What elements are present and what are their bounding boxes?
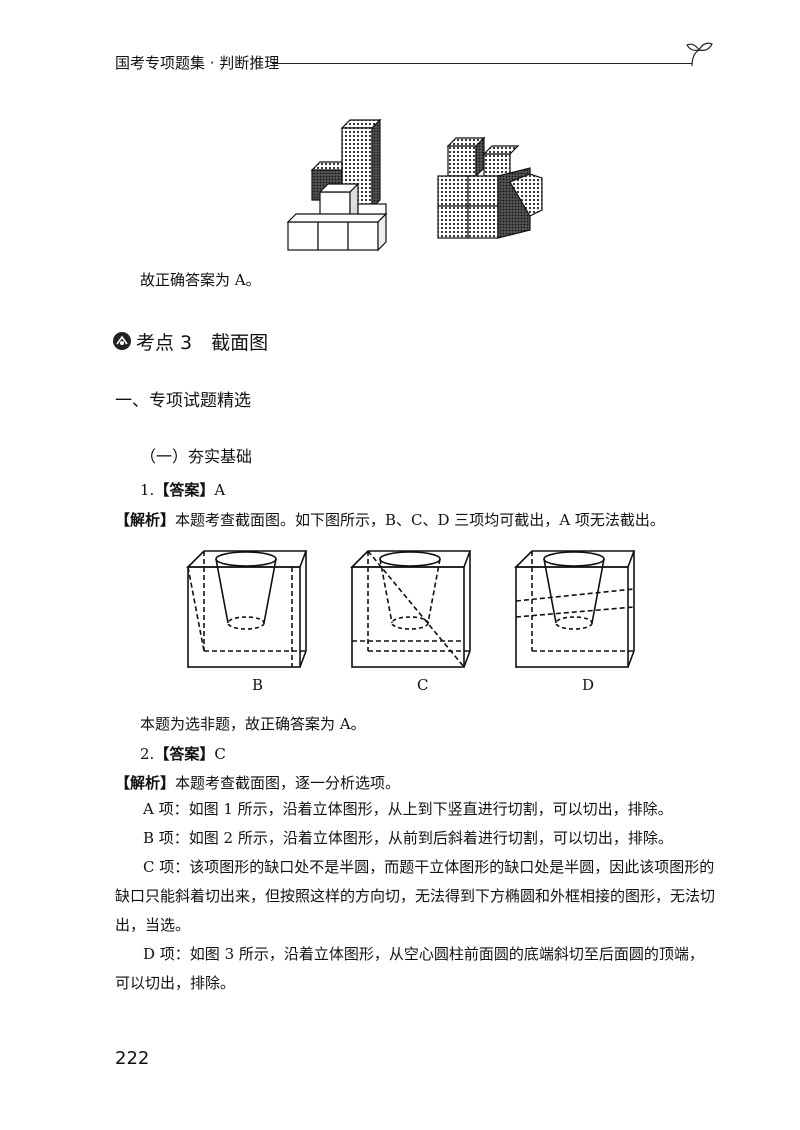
q1-analysis: 本题考查截面图。如下图所示，B、C、D 三项均可截出，A 项无法截出。 [175, 511, 665, 529]
q2-answer: C [214, 745, 226, 763]
figure-conclusion: 故正确答案为 A。 [140, 271, 261, 289]
figure-label-d: D [582, 676, 595, 694]
figure-label-c: C [417, 676, 429, 694]
q1-conclusion: 本题为选非题，故正确答案为 A。 [140, 715, 366, 733]
q1-answer: A [214, 481, 226, 499]
header-rule [272, 63, 692, 64]
q2-option-d: D 项：如图 3 所示，沿着立体图形，从空心圆柱前面圆的底端斜切至后面圆的顶端，… [115, 945, 704, 992]
cross-section-figures [186, 550, 636, 668]
page-number: 222 [115, 1048, 150, 1069]
box-c-figure [350, 550, 472, 668]
q1-analysis-label: 【解析】 [115, 511, 176, 529]
q1-analysis-line: 【解析】本题考查截面图。如下图所示，B、C、D 三项均可截出，A 项无法截出。 [115, 508, 665, 532]
q2-answer-label: 【答案】 [154, 745, 215, 763]
q2-answer-line: 2.【答案】C [140, 742, 226, 766]
q2-analysis-label: 【解析】 [115, 774, 176, 792]
box-d-figure [514, 550, 636, 668]
q1-number: 1. [140, 481, 155, 499]
q2-analysis-line: 【解析】本题考查截面图，逐一分析选项。 [115, 771, 400, 795]
box-b-figure [186, 550, 308, 668]
q2-number: 2. [140, 745, 155, 763]
running-header: 国考专项题集 · 判断推理 [115, 54, 280, 72]
cube-structures-figure [286, 118, 543, 252]
sprout-icon [686, 42, 713, 66]
point-bullet-icon [113, 332, 131, 350]
point-title: 考点 3 截面图 [136, 332, 269, 354]
q2-option-a: A 项：如图 1 所示，沿着立体图形，从上到下竖直进行切割，可以切出，排除。 [143, 800, 673, 818]
q2-option-c: C 项：该项图形的缺口处不是半圆，而题干立体图形的缺口处是半圆，因此该项图形的缺… [115, 858, 716, 934]
subsection-heading: 一、专项试题精选 [115, 391, 251, 411]
q1-answer-line: 1.【答案】A [140, 478, 225, 502]
q2-option-b: B 项：如图 2 所示，沿着立体图形，从前到后斜着进行切割，可以切出，排除。 [143, 829, 673, 847]
q2-analysis: 本题考查截面图，逐一分析选项。 [175, 774, 401, 792]
figure-label-b: B [252, 676, 264, 694]
subsection-subheading: （一）夯实基础 [140, 447, 253, 466]
q1-answer-label: 【答案】 [154, 481, 215, 499]
